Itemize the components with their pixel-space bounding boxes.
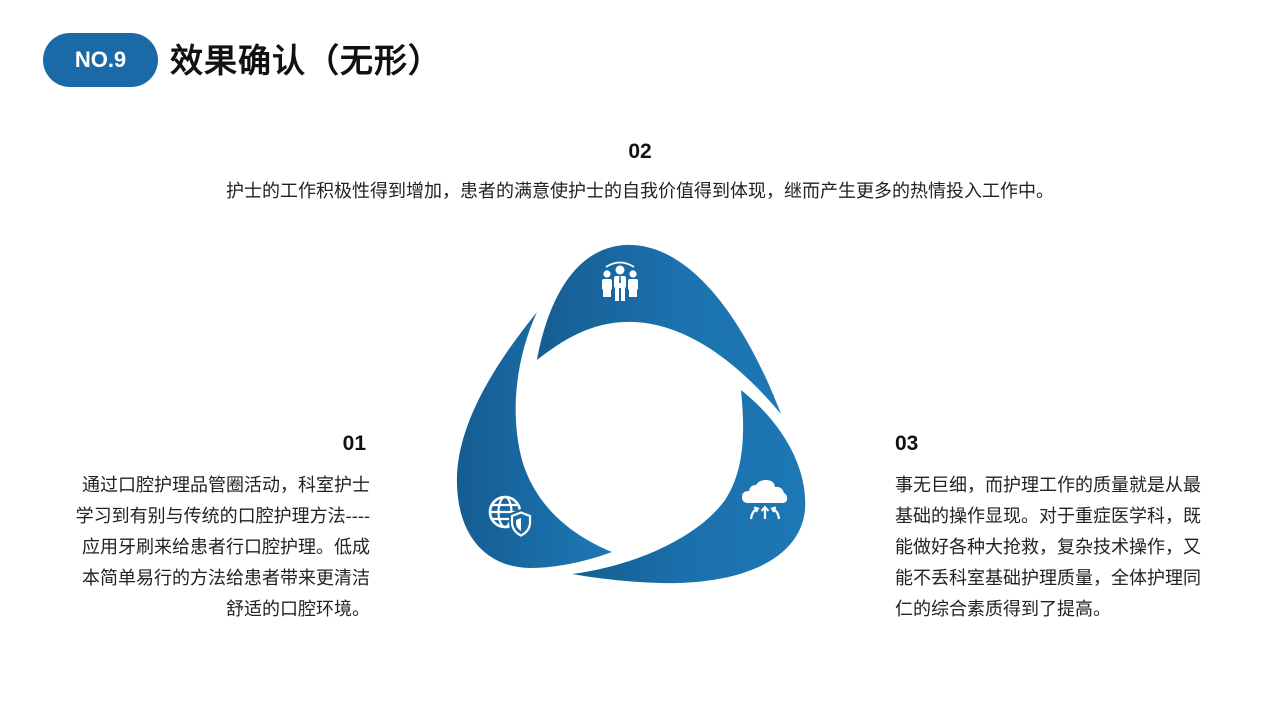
item-02-text: 护士的工作积极性得到增加，患者的满意使护士的自我价值得到体现，继而产生更多的热情… <box>226 181 1054 202</box>
petal-03 <box>572 390 806 584</box>
item-01-text: 通过口腔护理品管圈活动，科室护士学习到有别与传统的口腔护理方法----应用牙刷来… <box>75 475 370 620</box>
item-01-number: 01 <box>342 432 366 455</box>
slide-number-badge: NO.9 <box>43 33 158 87</box>
item-02-number: 02 <box>628 140 652 163</box>
page-title: 效果确认（无形） <box>170 41 442 80</box>
globe-shield-icon <box>488 495 533 540</box>
petal-01 <box>456 312 612 568</box>
item-03-text: 事无巨细，而护理工作的质量就是从最基础的操作显现。对于重症医学科，既能做好各种大… <box>895 475 1201 620</box>
item-03-number: 03 <box>895 432 919 455</box>
petal-02 <box>537 244 781 414</box>
team-people-icon <box>602 261 638 301</box>
cloud-upload-icon <box>742 480 788 520</box>
